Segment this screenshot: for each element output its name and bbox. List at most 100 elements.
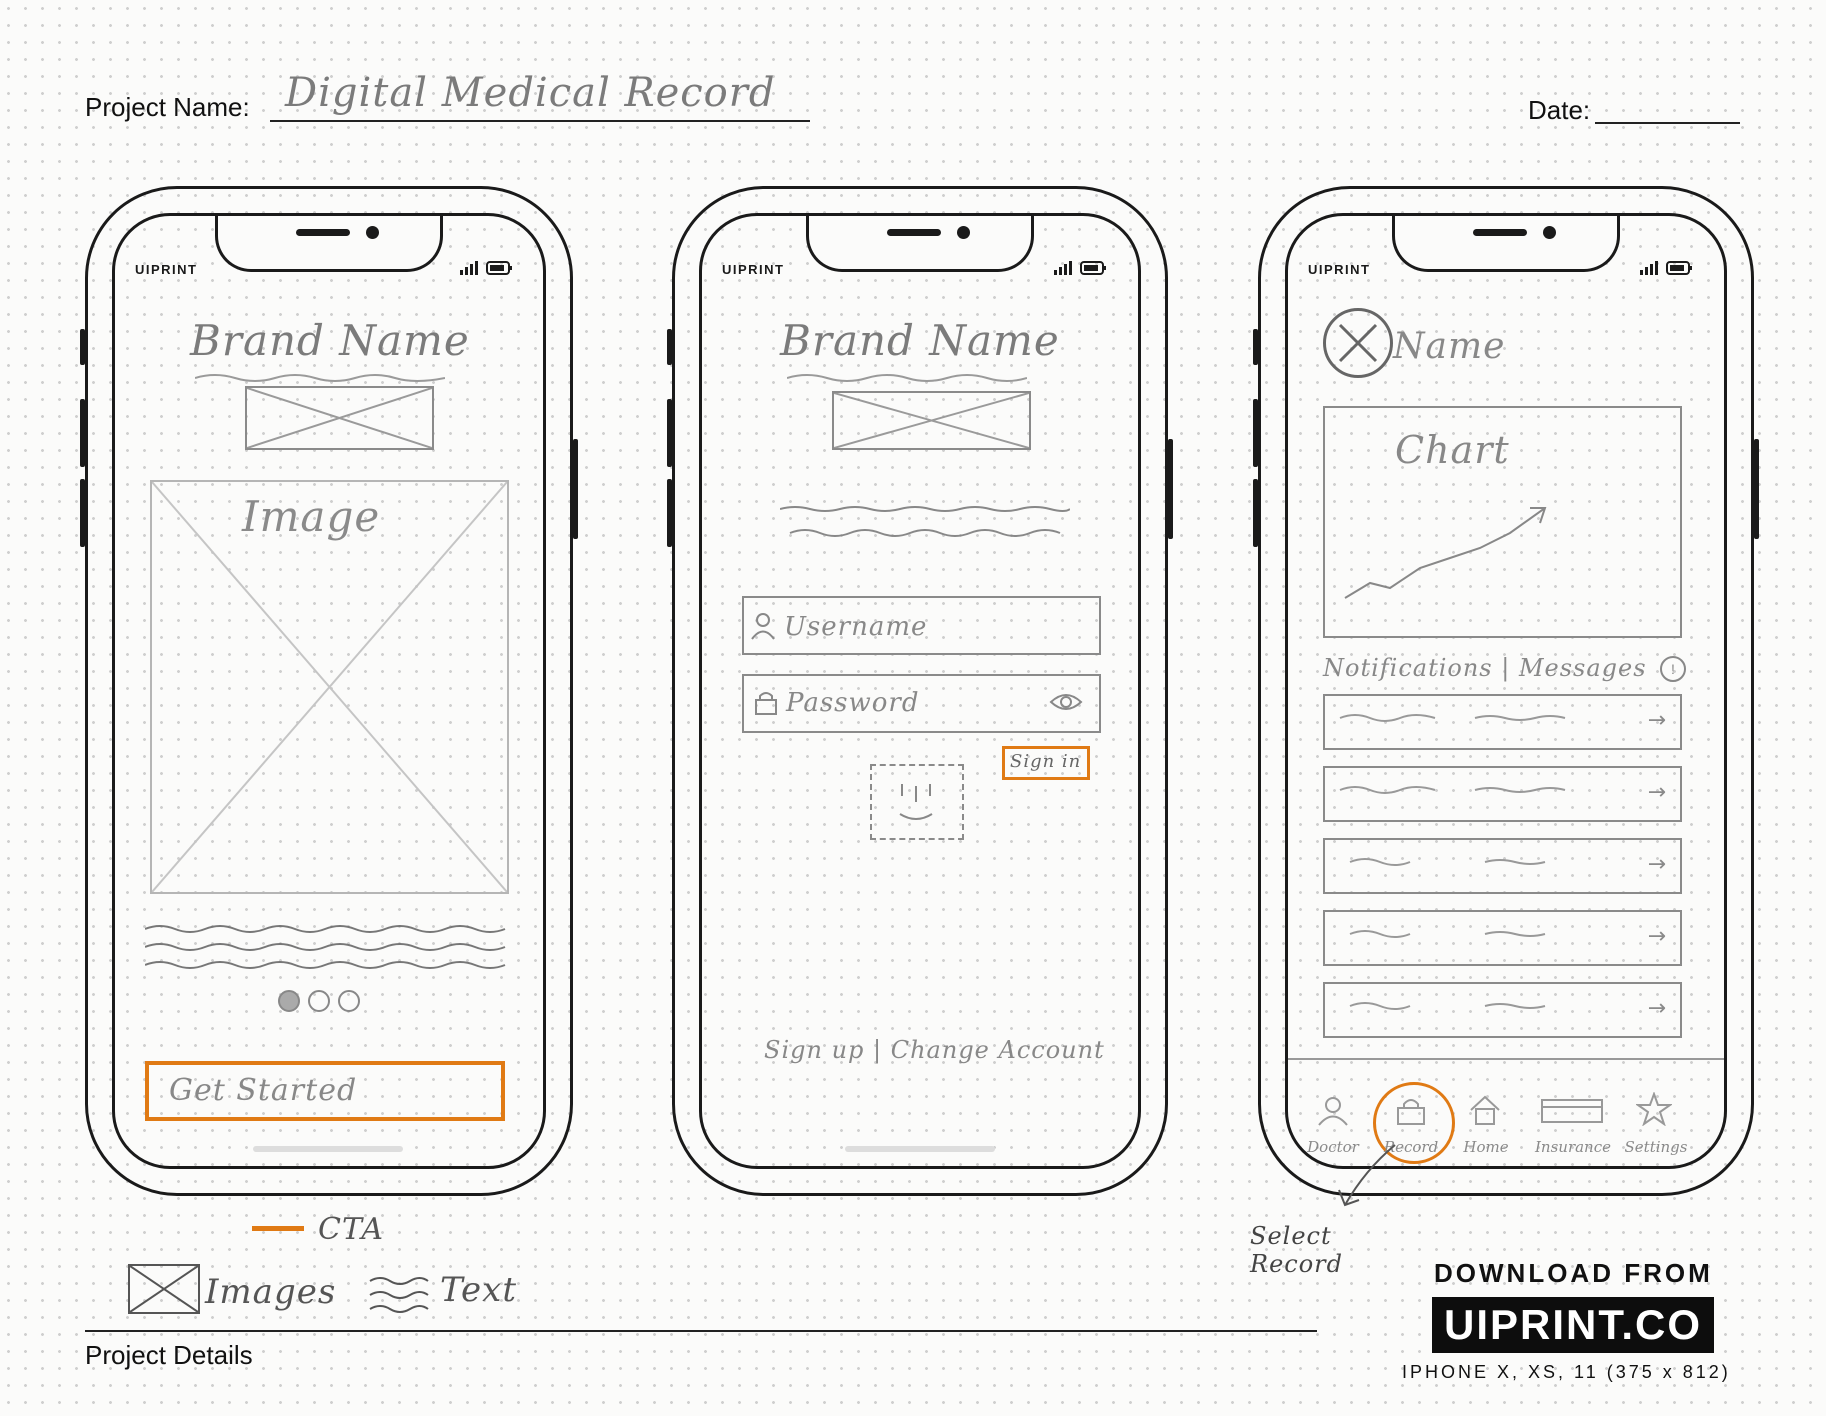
brand-name: Brand Name <box>190 316 470 365</box>
lock-icon <box>1397 1099 1425 1125</box>
username-input[interactable]: Username <box>742 596 1101 655</box>
notification-row[interactable]: → <box>1323 694 1682 750</box>
phone-frame-2: UIPRINT Brand Name Username Password Sig… <box>667 186 1173 1196</box>
home-indicator <box>253 1146 403 1152</box>
speaker <box>1473 229 1527 236</box>
chevron-right-icon: → <box>1647 924 1666 949</box>
project-name-line <box>270 120 810 122</box>
user-name: Name <box>1393 326 1506 367</box>
phone-frame-3: UIPRINT Name Chart Notifications | Messa… <box>1253 186 1759 1196</box>
get-started-button[interactable]: Get Started <box>145 1061 505 1121</box>
home-indicator <box>845 1146 995 1152</box>
eye-icon[interactable] <box>1049 690 1083 714</box>
annotation-arrow <box>1338 1144 1396 1207</box>
select-record-note: Select Record <box>1250 1222 1343 1278</box>
notch <box>1392 216 1620 272</box>
side-button <box>667 399 672 467</box>
chevron-right-icon: → <box>1647 780 1666 805</box>
notification-count-badge: ! <box>1660 656 1686 682</box>
home-icon <box>1470 1095 1500 1125</box>
logo-image-placeholder <box>832 391 1031 450</box>
username-placeholder: Username <box>784 612 928 642</box>
tab-settings[interactable]: Settings <box>1624 1138 1688 1156</box>
side-button <box>667 329 672 365</box>
side-button <box>80 479 85 547</box>
project-name-value: Digital Medical Record <box>285 70 776 116</box>
hero-image-placeholder: Image <box>150 480 509 894</box>
notification-row[interactable]: → <box>1323 910 1682 966</box>
password-placeholder: Password <box>786 688 920 718</box>
side-button <box>1253 399 1258 467</box>
chevron-right-icon: → <box>1647 708 1666 733</box>
phone-screen-3: UIPRINT Name Chart Notifications | Messa… <box>1285 213 1727 1169</box>
person-icon <box>1318 1097 1348 1126</box>
tab-doctor[interactable]: Doctor <box>1307 1138 1359 1156</box>
tagline-text-lines <box>780 506 1070 537</box>
tab-home[interactable]: Home <box>1463 1138 1509 1156</box>
tab-record[interactable]: Record <box>1383 1138 1439 1156</box>
brand-underline <box>195 374 445 382</box>
date-label: Date: <box>1528 95 1591 125</box>
sign-in-button[interactable]: Sign in <box>1002 746 1090 780</box>
image-legend-icon <box>128 1264 200 1314</box>
camera <box>1543 226 1556 239</box>
text-legend-label: Text <box>440 1270 517 1310</box>
trend-line <box>1344 507 1547 599</box>
signal-battery-icon <box>1640 261 1692 275</box>
notch <box>215 216 443 272</box>
phone-screen-2: UIPRINT Brand Name Username Password Sig… <box>699 213 1141 1169</box>
sign-up-change-account[interactable]: Sign up | Change Account <box>764 1036 1105 1064</box>
tab-insurance[interactable]: Insurance <box>1535 1138 1611 1156</box>
body-text-lines <box>145 925 506 969</box>
uiprint-logo: UIPRINT <box>1308 262 1371 277</box>
image-label: Image <box>242 492 381 541</box>
notification-row[interactable]: → <box>1323 982 1682 1038</box>
camera <box>366 226 379 239</box>
tab-bar-divider <box>1288 1058 1724 1060</box>
card-icon <box>1541 1099 1603 1123</box>
phone-frame-1: UIPRINT Brand Name Image Get Started <box>80 186 578 1196</box>
star-icon <box>1636 1092 1672 1126</box>
text-legend-icon <box>369 1277 429 1313</box>
side-button <box>1253 329 1258 365</box>
notifications-messages-tabs[interactable]: Notifications | Messages <box>1323 654 1647 682</box>
dot-empty-icon <box>338 990 360 1012</box>
side-button <box>1168 439 1173 539</box>
password-input[interactable]: Password <box>742 674 1101 733</box>
logo-image-placeholder <box>245 386 434 450</box>
uiprint-logo: UIPRINT <box>135 262 198 277</box>
cta-legend-label: CTA <box>318 1212 384 1247</box>
phone-screen-1: UIPRINT Brand Name Image Get Started <box>112 213 546 1169</box>
device-size-label: IPHONE X, XS, 11 (375 x 812) <box>1402 1362 1731 1382</box>
pager-dots[interactable] <box>277 989 377 1013</box>
side-button <box>1754 439 1759 539</box>
notification-row[interactable]: → <box>1323 766 1682 822</box>
brand-name: Brand Name <box>780 316 1060 365</box>
sign-in-label: Sign in <box>1010 751 1082 772</box>
brand-underline <box>787 374 1027 382</box>
signal-battery-icon <box>460 261 512 275</box>
chevron-right-icon: → <box>1647 996 1666 1021</box>
images-legend-label: Images <box>205 1272 337 1312</box>
avatar[interactable] <box>1323 308 1393 378</box>
chart-placeholder: Chart <box>1323 406 1682 638</box>
uiprint-logo: UIPRINT <box>722 262 785 277</box>
face-id-icon[interactable] <box>870 764 964 840</box>
date-line <box>1595 122 1740 124</box>
notification-row[interactable]: → <box>1323 838 1682 894</box>
side-button <box>667 479 672 547</box>
signal-battery-icon <box>1054 261 1106 275</box>
side-button <box>80 329 85 365</box>
uiprint-brand-badge[interactable]: UIPRINT.CO <box>1432 1297 1714 1353</box>
notch <box>806 216 1034 272</box>
project-details-label: Project Details <box>85 1340 253 1370</box>
dot-empty-icon <box>308 990 330 1012</box>
project-name-label: Project Name: <box>85 92 250 122</box>
speaker <box>296 229 350 236</box>
lock-icon <box>755 692 777 715</box>
cta-legend-swatch <box>252 1226 304 1231</box>
download-from-label: DOWNLOAD FROM <box>1434 1258 1713 1288</box>
project-details-line <box>85 1330 1317 1332</box>
camera <box>957 226 970 239</box>
side-button <box>573 439 578 539</box>
